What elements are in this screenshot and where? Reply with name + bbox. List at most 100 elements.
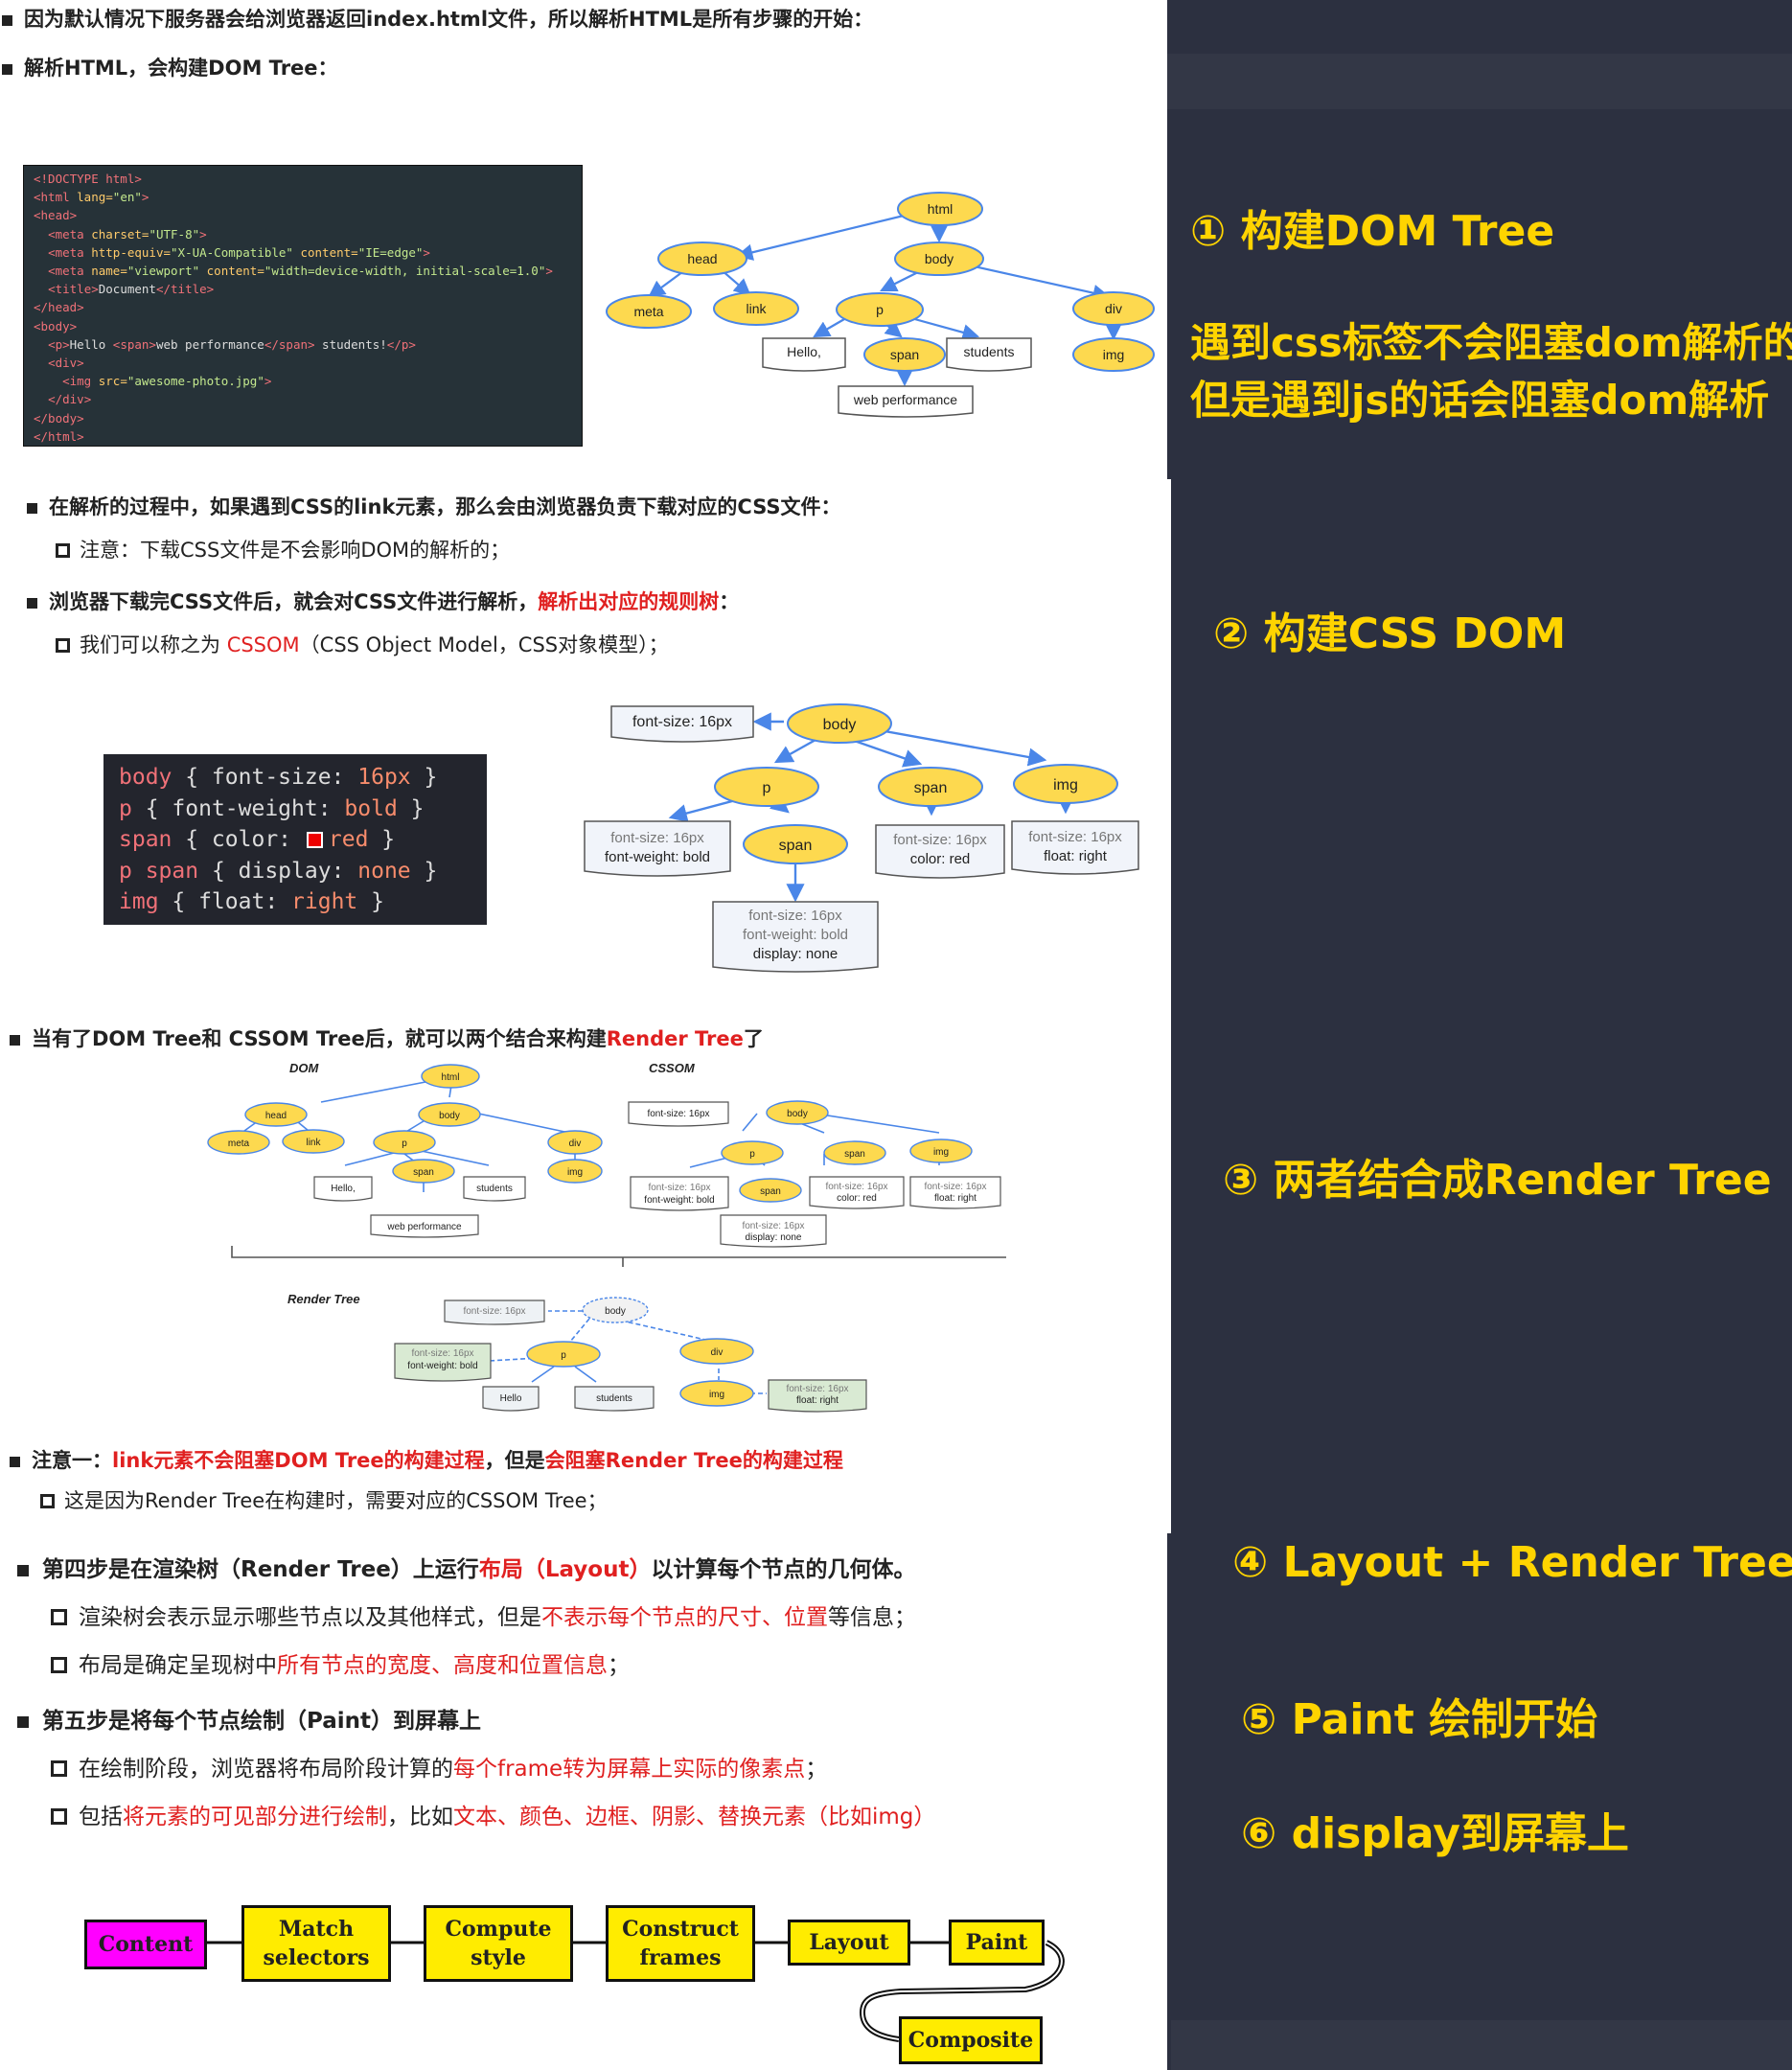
note-one: 注意一：link元素不会阻塞DOM Tree的构建过程，但是会阻塞Render … xyxy=(10,1445,843,1474)
css-code-line: body { font-size: 16px } xyxy=(119,765,438,790)
dom-node-head xyxy=(657,242,747,276)
html-code-line: <meta charset="UTF-8"> xyxy=(48,226,207,242)
dom-tree-diagram: html head body meta link p div span img … xyxy=(606,192,1155,418)
dom-node-body xyxy=(894,242,984,276)
html-code-line: <div> xyxy=(48,356,84,371)
svg-text:float: right: float: right xyxy=(796,1395,839,1406)
svg-text:font-size: 16px: font-size: 16px xyxy=(786,1384,848,1394)
cssom-node-p xyxy=(714,767,819,807)
svg-text:span: span xyxy=(844,1149,865,1160)
annotation-render-tree: ③ 两者结合成Render Tree xyxy=(1223,1156,1772,1205)
html-code-line: <meta name="viewport" content="width=dev… xyxy=(48,264,553,279)
note-css-download: 注意：下载CSS文件是不会影响DOM的解析的； xyxy=(56,535,510,564)
cssom-node-p-span xyxy=(743,824,848,864)
html-code-line: <html lang="en"> xyxy=(34,190,149,205)
annotation-cssom: ② 构建CSS DOM xyxy=(1213,610,1567,658)
dom-label-meta: meta xyxy=(633,304,663,319)
dom-text-students: students xyxy=(964,344,1015,359)
dom-node-div xyxy=(1072,291,1155,326)
dom-label-link: link xyxy=(746,301,767,316)
html-code-line: </body> xyxy=(34,410,84,426)
css-code-line: p span { display: none } xyxy=(119,858,438,884)
svg-text:font-size: 16px: font-size: 16px xyxy=(825,1182,887,1192)
note-cssom: 我们可以称之为 CSSOM（CSS Object Model，CSS对象模型）； xyxy=(56,630,669,658)
note-paint-visible: 包括将元素的可见部分进行绘制，比如文本、颜色、边框、阴影、替换元素（比如img） xyxy=(51,1798,935,1830)
html-code-line: <title>Document</title> xyxy=(48,282,215,297)
pipeline-composite: Composite xyxy=(899,2016,1043,2064)
svg-text:float: right: float: right xyxy=(934,1193,976,1204)
svg-text:div: div xyxy=(711,1347,724,1358)
cssom-node-span xyxy=(878,767,983,807)
red-swatch-icon xyxy=(306,832,323,848)
heading-server-index: 因为默认情况下服务器会给浏览器返回index.html文件，所以解析HTML是所… xyxy=(2,4,873,33)
cssom-rule-p-1: font-weight: bold xyxy=(605,849,710,865)
dom-node-html xyxy=(897,192,983,226)
css-code-line: p { font-weight: bold } xyxy=(119,795,425,821)
svg-text:img: img xyxy=(933,1147,949,1158)
render-text-hello: Hello xyxy=(500,1393,522,1404)
heading-css-parse: 浏览器下载完CSS文件后，就会对CSS文件进行解析，解析出对应的规则树： xyxy=(27,586,739,615)
html-code-line: <body> xyxy=(34,318,78,334)
label-render-tree: Render Tree xyxy=(287,1292,360,1306)
svg-text:span: span xyxy=(413,1167,434,1178)
notes-panel xyxy=(1167,0,1792,2070)
svg-text:img: img xyxy=(567,1167,583,1178)
svg-text:p: p xyxy=(402,1138,407,1149)
cssom-rule-pspan-0: font-size: 16px xyxy=(748,908,842,924)
svg-text:font-size: 16px: font-size: 16px xyxy=(463,1306,525,1317)
cssom-node-body xyxy=(787,703,892,744)
dom-node-span xyxy=(863,337,946,372)
cssom-rule-pspan-2: display: none xyxy=(753,946,838,962)
cssom-rule-p-0: font-size: 16px xyxy=(610,830,704,846)
dom-text-hello: Hello, xyxy=(787,344,821,359)
pipeline-connectors xyxy=(206,1940,1065,2042)
html-code-line: <!DOCTYPE html> xyxy=(34,172,142,186)
svg-text:p: p xyxy=(749,1149,755,1160)
cssom-label-img: img xyxy=(1053,777,1078,794)
svg-text:div: div xyxy=(569,1138,582,1149)
dom-text-web-performance: web performance xyxy=(853,392,957,407)
cssom-label-p: p xyxy=(763,780,771,796)
svg-text:body: body xyxy=(605,1306,626,1317)
svg-text:body: body xyxy=(787,1109,808,1119)
label-cssom: CSSOM xyxy=(649,1061,696,1075)
dom-label-span: span xyxy=(890,347,919,362)
pipeline-compute-style: Compute style xyxy=(424,1905,573,1982)
html-code-line: </head> xyxy=(34,300,84,315)
svg-text:font-weight: bold: font-weight: bold xyxy=(644,1195,714,1206)
dom-node-img xyxy=(1072,337,1155,372)
dom-label-p: p xyxy=(876,302,884,317)
note-paint-pixels: 在绘制阶段，浏览器将布局阶段计算的每个frame转为屏幕上实际的像素点； xyxy=(51,1750,827,1782)
svg-text:p: p xyxy=(561,1350,566,1361)
css-code-line: span { color: red } xyxy=(119,827,396,852)
heading-css-link: 在解析的过程中，如果遇到CSS的link元素，那么会由浏览器负责下载对应的CSS… xyxy=(27,492,841,520)
pipeline-content: Content xyxy=(84,1920,207,1969)
note-render-tree-no-size: 渲染树会表示显示哪些节点以及其他样式，但是不表示每个节点的尺寸、位置等信息； xyxy=(51,1598,916,1631)
svg-text:body: body xyxy=(439,1111,460,1121)
heading-paint-step: 第五步是将每个节点绘制（Paint）到屏幕上 xyxy=(17,1702,481,1735)
annotation-js-blocks: 但是遇到js的话会阻塞dom解析 xyxy=(1190,377,1770,424)
annotation-paint: ⑤ Paint 绘制开始 xyxy=(1241,1695,1598,1744)
svg-text:img: img xyxy=(709,1390,724,1400)
dom-node-meta xyxy=(606,294,692,329)
dom-node-p xyxy=(836,292,924,327)
notes-panel-footer xyxy=(1171,2020,1792,2070)
heading-layout-step: 第四步是在渲染树（Render Tree）上运行布局（Layout）以计算每个节… xyxy=(17,1551,915,1583)
svg-text:html: html xyxy=(442,1072,460,1083)
html-code-block: <!DOCTYPE html><html lang="en"><head> <m… xyxy=(23,165,583,447)
cssom-label-body: body xyxy=(823,717,857,733)
cssom-rule-span-1: color: red xyxy=(910,851,971,867)
dom-label-html: html xyxy=(928,201,953,217)
cssom-node-img xyxy=(1013,764,1118,804)
label-dom: DOM xyxy=(289,1061,320,1075)
svg-text:Hello,: Hello, xyxy=(331,1184,356,1194)
html-code-line: <p>Hello <span>web performance</span> st… xyxy=(48,336,416,352)
cssom-rule-span-0: font-size: 16px xyxy=(893,832,987,848)
svg-text:color: red: color: red xyxy=(837,1193,877,1204)
panel-gap xyxy=(1167,479,1171,1533)
css-code-block: body { font-size: 16px } p { font-weight:… xyxy=(103,754,487,925)
cssom-label-span-nested: span xyxy=(779,838,813,854)
pipeline-match-selectors: Match selectors xyxy=(241,1905,391,1982)
dom-label-head: head xyxy=(687,251,717,266)
